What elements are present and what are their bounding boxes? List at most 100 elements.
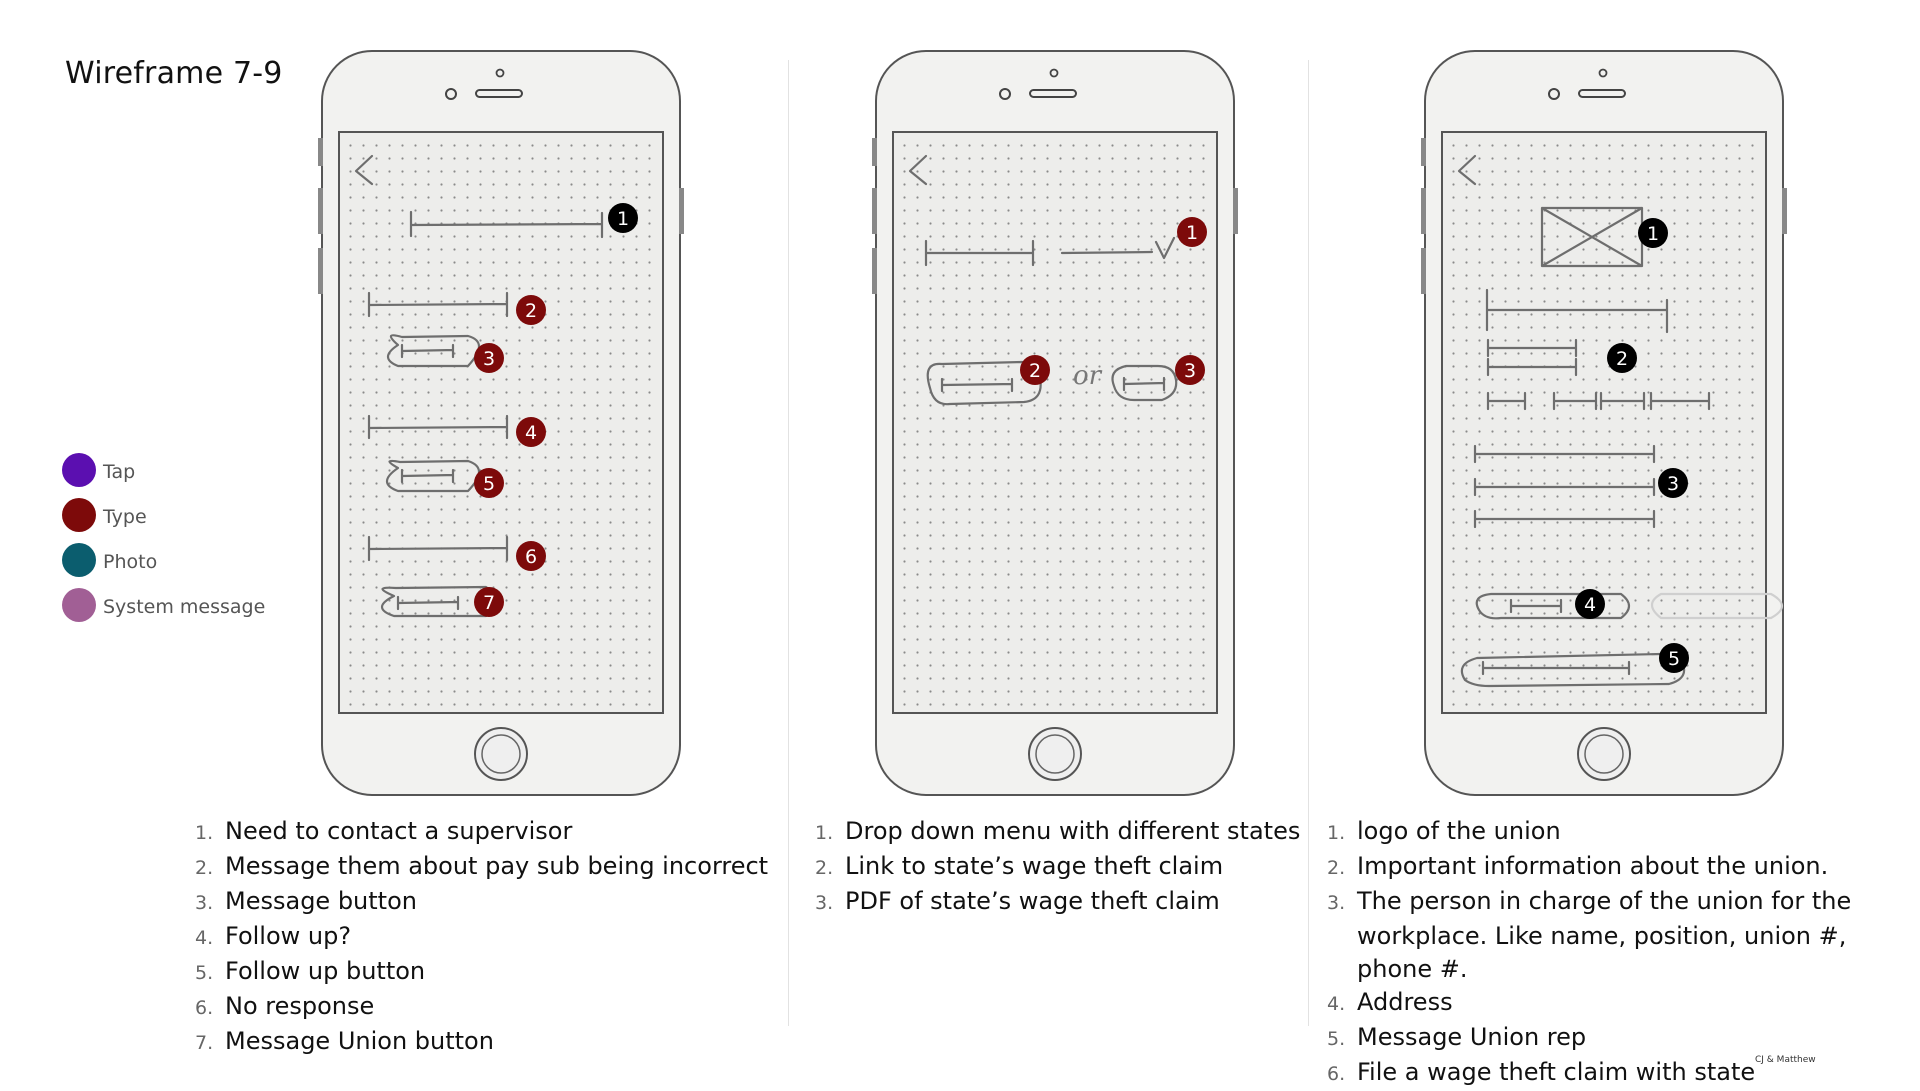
legend-dot-type [62, 498, 96, 532]
note-text: Address [1357, 988, 1453, 1016]
note-item: 4. Follow up? [195, 920, 768, 955]
note-item: 1. Need to contact a supervisor [195, 815, 768, 850]
badge-6: 6 [525, 546, 537, 568]
sketch-link-button [926, 360, 1042, 406]
note-item: 6. File a wage theft claim with state [1327, 1056, 1920, 1091]
note-number: 2. [815, 857, 834, 879]
note-text: Follow up button [225, 957, 426, 985]
note-number: 2. [1327, 857, 1346, 879]
note-text: File a wage theft claim with state [1357, 1058, 1756, 1086]
badge-2: 2 [1616, 348, 1628, 370]
note-item: 1. logo of the union [1327, 815, 1920, 850]
legend-dot-tap [62, 453, 96, 487]
notes-list-3: 1. logo of the union 2. Important informat… [1327, 815, 1920, 1091]
badge-1-circle [608, 203, 638, 233]
badge-3: 3 [1184, 360, 1196, 382]
note-text: Message button [225, 887, 417, 915]
note-item: 3.The person in charge of the union for … [1327, 885, 1920, 920]
badge-3: 3 [1667, 473, 1679, 495]
badge-4-marker: 4 [1575, 589, 1605, 619]
note-item: 5. Follow up button [195, 955, 768, 990]
badge-2: 2 [1029, 360, 1041, 382]
sketch-info-lines [1486, 338, 1711, 411]
note-number [1327, 920, 1357, 986]
legend-label-system-message: System message [103, 596, 266, 618]
note-item: 5.Message Union rep [1327, 1021, 1920, 1056]
note-number: 4. [195, 927, 214, 949]
note-number: 1. [1327, 822, 1346, 844]
note-item: workplace. Like name, position, union #,… [1327, 920, 1920, 986]
badge-7-marker: 7 [474, 587, 504, 617]
note-number: 6. [195, 997, 214, 1019]
sketch-marks [1457, 154, 1784, 688]
badge-1-circle [1638, 218, 1668, 248]
sketch-line-6 [367, 535, 509, 562]
badge-4: 4 [525, 422, 537, 444]
logo-placeholder-icon [1540, 206, 1644, 268]
note-text: Drop down menu with different states [845, 817, 1301, 845]
legend-dot-photo [62, 543, 96, 577]
note-text: PDF of state’s wage theft claim [845, 887, 1220, 915]
badge-2-marker: 2 [1020, 355, 1050, 385]
phone-wireframe-2: or 1 2 3 [872, 48, 1238, 798]
note-text: No response [225, 992, 375, 1020]
note-text: Link to state’s wage theft claim [845, 852, 1224, 880]
phone-wireframe-1: 1 2 3 4 5 6 7 [318, 48, 684, 798]
note-text: Important information about the union. [1357, 852, 1829, 880]
badge-4: 4 [1584, 594, 1596, 616]
chevron-down-icon [1154, 236, 1176, 260]
note-number: 5. [195, 962, 214, 984]
note-number: 3. [815, 892, 834, 914]
badge-4-circle [516, 417, 546, 447]
note-item: 3. Message button [195, 885, 768, 920]
note-number: 1. [815, 822, 834, 844]
badge-5-marker: 5 [1659, 643, 1689, 673]
badge-4-marker: 4 [516, 417, 546, 447]
badge-3-marker: 3 [1175, 355, 1205, 385]
note-number: 3. [195, 892, 214, 914]
badge-3-marker: 3 [1658, 468, 1688, 498]
badge-6-marker: 6 [516, 541, 546, 571]
badge-2-circle [1020, 355, 1050, 385]
note-number: 6. [1327, 1063, 1346, 1085]
badge-1-marker: 1 [1638, 218, 1668, 248]
badge-6-circle [516, 541, 546, 571]
badge-2-circle [516, 295, 546, 325]
note-number: 5. [1327, 1028, 1346, 1050]
back-arrow-icon [354, 154, 374, 186]
note-text: logo of the union [1357, 817, 1561, 845]
badge-1: 1 [1186, 222, 1198, 244]
sketch-button-3 [386, 334, 481, 368]
badge-4-circle [1575, 589, 1605, 619]
badge-3-marker: 3 [474, 343, 504, 373]
back-arrow-icon [1457, 154, 1477, 186]
badge-5: 5 [1668, 648, 1680, 670]
sketch-address-field [1475, 592, 1631, 620]
note-number: 7. [195, 1032, 214, 1054]
sketch-line-1 [409, 210, 604, 239]
note-item: 1. Drop down menu with different states [815, 815, 1300, 850]
note-item: 7.Message Union button [195, 1025, 768, 1060]
sketch-rep-lines [1473, 444, 1656, 529]
note-text: Follow up? [225, 922, 352, 950]
note-item: 2. Link to state’s wage theft claim [815, 850, 1300, 885]
sketch-line-2 [367, 291, 509, 318]
legend-label-photo: Photo [103, 551, 158, 573]
or-connector: or [1073, 361, 1103, 391]
note-text: The person in charge of the union for th… [1357, 887, 1852, 915]
note-number: 1. [195, 822, 214, 844]
badge-2-marker: 2 [516, 295, 546, 325]
column-divider-1 [788, 60, 789, 1026]
badge-7: 7 [483, 592, 495, 614]
note-number: 4. [1327, 993, 1346, 1015]
sketch-marks: or [908, 154, 1178, 406]
badge-2: 2 [525, 300, 537, 322]
note-text: Need to contact a supervisor [225, 817, 573, 845]
badge-1: 1 [617, 208, 629, 230]
sketch-address-field-ghost [1650, 592, 1784, 620]
note-text: workplace. Like name, position, union #,… [1357, 922, 1847, 983]
back-arrow-icon [908, 154, 928, 186]
sketch-field-state [924, 239, 1035, 267]
badge-5: 5 [483, 473, 495, 495]
badge-1-marker: 1 [1177, 217, 1207, 247]
